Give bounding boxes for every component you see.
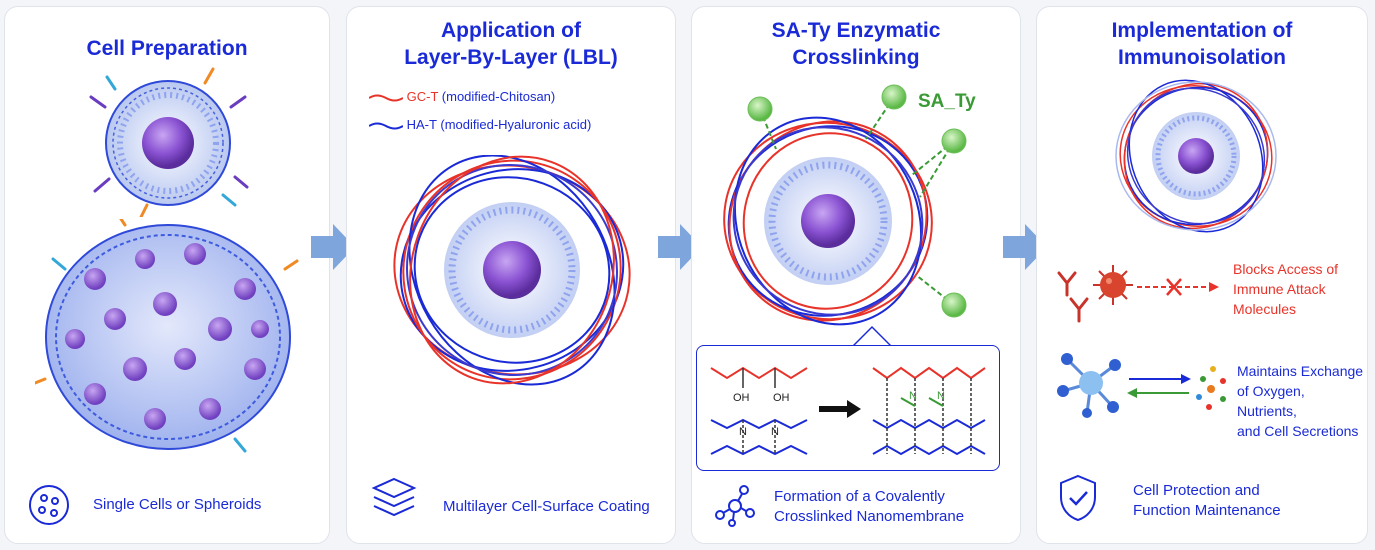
title-line: Layer-By-Layer (LBL): [404, 46, 618, 69]
oxygen-molecule-icon: [1057, 353, 1121, 418]
legend-desc: (modified-Chitosan): [441, 89, 556, 104]
exchange-arrows-icon: [1127, 374, 1191, 398]
panel-caption: Multilayer Cell-Surface Coating: [443, 497, 650, 517]
crosslinked-cell-illustration: [723, 84, 967, 326]
panel-caption: Cell Protection and Function Maintenance: [1133, 481, 1281, 521]
exchange-text: Maintains Exchange of Oxygen, Nutrients,…: [1237, 361, 1367, 441]
legend-desc: (modified-Hyaluronic acid): [440, 117, 592, 132]
panel-title: Cell Preparation: [5, 35, 329, 62]
caption-line: Function Maintenance: [1133, 502, 1281, 519]
oh-label-right: OH: [773, 392, 790, 404]
caption-line: Formation of a Covalently: [774, 488, 945, 505]
caption-line: Multilayer Cell-Surface Coating: [443, 498, 650, 515]
legend-code: GC-T: [406, 89, 439, 104]
blocks-line: Molecules: [1233, 301, 1297, 317]
blocks-line: Immune Attack: [1233, 281, 1326, 297]
title-line: Application of: [441, 19, 581, 42]
panel-lbl-application: Application of Layer-By-Layer (LBL) GC-T…: [346, 6, 676, 544]
caption-line: Crosslinked Nanomembrane: [774, 508, 965, 525]
panel-title: Implementation of Immunoisolation: [1037, 17, 1367, 71]
panel-cell-preparation: Cell Preparation: [4, 6, 330, 544]
enzyme-label: SA_Ty: [918, 91, 976, 112]
blocks-line: Blocks Access of: [1233, 261, 1339, 277]
n-label-product: N: [909, 390, 917, 402]
panel-sa-ty-crosslinking: SA-Ty Enzymatic Crosslinking SA_Ty: [691, 6, 1021, 544]
title-line: Immunoisolation: [1118, 46, 1286, 69]
antibody-icon: [1057, 271, 1089, 323]
exchange-line: and Cell Secretions: [1237, 423, 1359, 439]
title-line: Cell Preparation: [86, 37, 248, 60]
panel-caption: Single Cells or Spheroids: [93, 495, 261, 515]
red-wave-icon: [369, 94, 403, 102]
oh-label-left: OH: [733, 392, 750, 404]
molecule-network-icon: [715, 485, 755, 527]
layers-icon: [371, 477, 417, 517]
virus-icon: [1093, 265, 1133, 305]
legend-gc-t: GC-T (modified-Chitosan): [369, 89, 555, 104]
immunoisolated-cell-illustration: [1115, 79, 1277, 233]
legend-ha-t: HA-T (modified-Hyaluronic acid): [369, 117, 591, 132]
blocked-arrow-icon: [1137, 278, 1219, 296]
cell-dish-icon: [29, 485, 69, 525]
panel-immunoisolation: Implementation of Immunoisolation: [1036, 6, 1368, 544]
panel-title: SA-Ty Enzymatic Crosslinking: [692, 17, 1020, 71]
n-label-product: N: [937, 390, 945, 402]
blue-wave-icon: [369, 122, 403, 130]
exchange-line: Maintains Exchange: [1237, 363, 1364, 379]
title-line: Implementation of: [1111, 19, 1293, 42]
exchange-line: of Oxygen, Nutrients,: [1237, 383, 1305, 419]
n-label-right: N: [771, 426, 779, 438]
n-label-left: N: [739, 426, 747, 438]
legend-code: HA-T: [406, 117, 437, 132]
spheroid-illustration: [35, 219, 299, 453]
title-line: Crosslinking: [792, 46, 920, 69]
blocks-text: Blocks Access of Immune Attack Molecules: [1233, 259, 1338, 319]
caption-line: Single Cells or Spheroids: [93, 496, 262, 513]
product-structure: [872, 366, 986, 456]
panel-title: Application of Layer-By-Layer (LBL): [347, 17, 675, 71]
reaction-arrow-icon: [819, 400, 861, 418]
nutrient-dots-icon: [1196, 366, 1226, 410]
caption-line: Cell Protection and: [1133, 482, 1260, 499]
panel-caption: Formation of a Covalently Crosslinked Na…: [774, 487, 964, 527]
lbl-coated-cell-illustration: [393, 155, 631, 386]
reactant-structure: [710, 366, 808, 456]
title-line: SA-Ty Enzymatic: [771, 19, 941, 42]
reaction-box: OH OH N N N N: [696, 345, 1000, 471]
single-cell-illustration: [89, 67, 249, 217]
shield-check-icon: [1060, 474, 1096, 522]
zoom-callout-pointer: [852, 325, 892, 347]
flow-arrow-icon: [311, 224, 355, 270]
